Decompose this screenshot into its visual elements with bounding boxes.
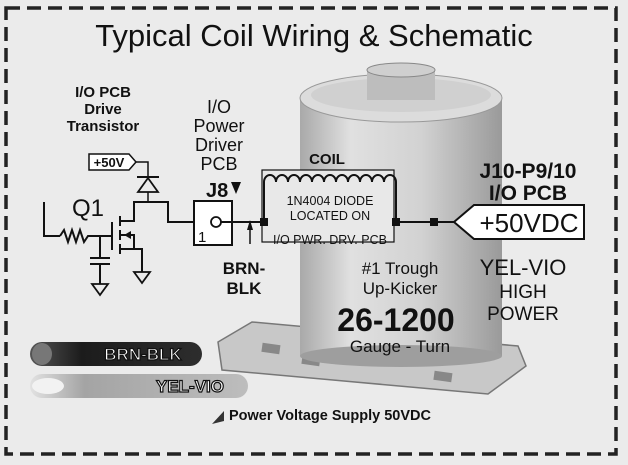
- coil-symbol: [260, 169, 400, 243]
- wire-brn-blk: BRN-BLK: [30, 342, 202, 366]
- diode-note-2: LOCATED ON: [290, 209, 370, 223]
- diode-note-3: I/O PWR. DRV. PCB: [273, 233, 387, 247]
- connector-label-2: I/O PCB: [489, 182, 567, 205]
- brn-blk-arrow-icon: [247, 220, 253, 230]
- transistor-board-label-2: Drive: [84, 101, 122, 118]
- ground-icon: [90, 283, 110, 297]
- j8-pin-label: 1: [198, 229, 206, 246]
- connector-label-1: J10-P9/10: [480, 160, 577, 183]
- power-driver-label-1: I/O: [207, 97, 231, 117]
- transistor-board-label-3: Transistor: [67, 118, 140, 135]
- j8-arrow-icon: [231, 182, 241, 194]
- q1-label: Q1: [72, 195, 104, 222]
- coil-photo: [217, 62, 527, 395]
- supply-50v: +50V: [88, 153, 149, 176]
- gauge-turn-label: Gauge - Turn: [350, 337, 450, 356]
- power-label: POWER: [487, 304, 559, 325]
- wire-yel-vio-label: YEL-VIO: [156, 377, 224, 396]
- brn-blk-label-1: BRN-: [223, 259, 266, 278]
- coil-label: COIL: [309, 151, 345, 168]
- coil-purpose-2: Up-Kicker: [363, 279, 438, 298]
- yel-vio-label: YEL-VIO: [480, 255, 567, 280]
- power-supply-note: Power Voltage Supply 50VDC: [229, 408, 432, 424]
- j8-connector: 1: [193, 200, 264, 246]
- diagram-title: Typical Coil Wiring & Schematic: [95, 18, 533, 53]
- q1-transistor: [43, 201, 194, 297]
- plus50vdc-tag: [452, 204, 585, 240]
- plus50v-label: +50V: [94, 155, 125, 170]
- power-driver-label-2: Power: [193, 116, 244, 136]
- brn-blk-label-2: BLK: [227, 279, 263, 298]
- dashed-border: [4, 6, 618, 456]
- ground-icon: [132, 271, 152, 285]
- coil-purpose-1: #1 Trough: [362, 259, 439, 278]
- transistor-board-label-1: I/O PCB: [75, 84, 131, 101]
- power-driver-label-3: Driver: [195, 135, 243, 155]
- power-driver-label-4: PCB: [200, 154, 237, 174]
- wire-brn-blk-label: BRN-BLK: [104, 345, 182, 364]
- wire-yel-vio: YEL-VIO: [30, 374, 248, 398]
- plus50vdc-label: +50VDC: [480, 208, 579, 238]
- coil-part-number: 26-1200: [337, 302, 454, 338]
- high-label: HIGH: [499, 282, 547, 303]
- supply-arrow-icon: [212, 411, 224, 424]
- diode-note-1: 1N4004 DIODE: [287, 194, 374, 208]
- diode-symbol: [136, 176, 160, 202]
- j8-label: J8: [206, 180, 228, 202]
